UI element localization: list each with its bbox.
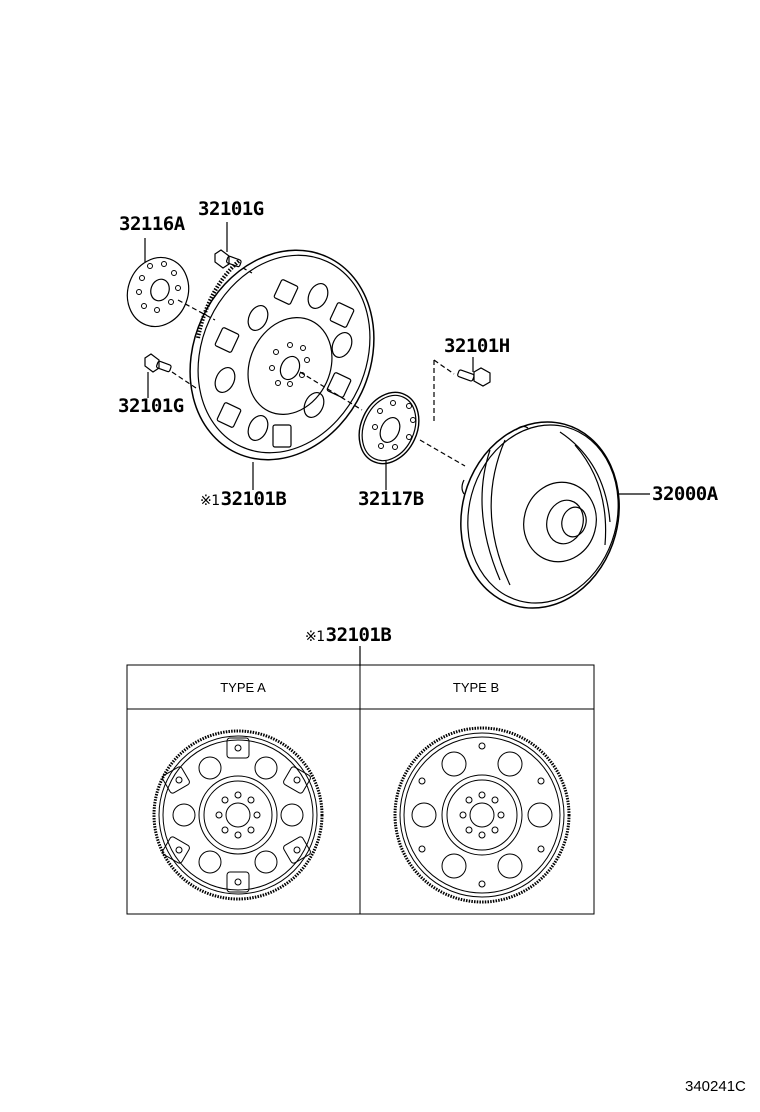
note-mark: ※1 xyxy=(305,629,325,645)
callout-32116A[interactable]: 32116A xyxy=(119,213,185,235)
dashed-axis xyxy=(419,439,466,467)
dashed-guide xyxy=(433,359,455,424)
callout-32000A[interactable]: 32000A xyxy=(652,483,718,505)
drive-plate-icon xyxy=(189,249,375,461)
type-a-label: TYPE A xyxy=(220,680,266,695)
callout-variants-32101B[interactable]: ※132101B xyxy=(305,624,392,646)
washer-32116A-icon xyxy=(126,256,190,328)
dashed-guide xyxy=(171,371,197,389)
type-b-flywheel-icon xyxy=(393,726,571,904)
spacer-32117B-icon xyxy=(358,391,420,465)
type-a-flywheel-icon xyxy=(152,729,324,901)
figure-id: 340241C xyxy=(685,1078,746,1095)
note-mark: ※1 xyxy=(200,493,220,509)
callout-32101G-lower[interactable]: 32101G xyxy=(118,395,184,417)
callout-32117B[interactable]: 32117B xyxy=(358,488,424,510)
callout-32101G-upper[interactable]: 32101G xyxy=(198,198,264,220)
callout-32101H[interactable]: 32101H xyxy=(444,335,510,357)
dashed-axis xyxy=(177,299,216,321)
bolt-lower-icon xyxy=(144,353,172,373)
type-b-label: TYPE B xyxy=(452,680,500,695)
dashed-axis xyxy=(299,371,363,411)
torque-converter-icon xyxy=(460,421,620,609)
dashed-guide xyxy=(242,267,253,274)
callout-32101B-text: 32101B xyxy=(220,488,287,510)
callout-32101B[interactable]: ※132101B xyxy=(200,488,287,510)
bolt-upper-icon xyxy=(214,249,242,269)
bolt-converter-icon xyxy=(457,367,491,387)
callout-variants-text: 32101B xyxy=(325,624,392,646)
variants-table xyxy=(126,664,595,915)
